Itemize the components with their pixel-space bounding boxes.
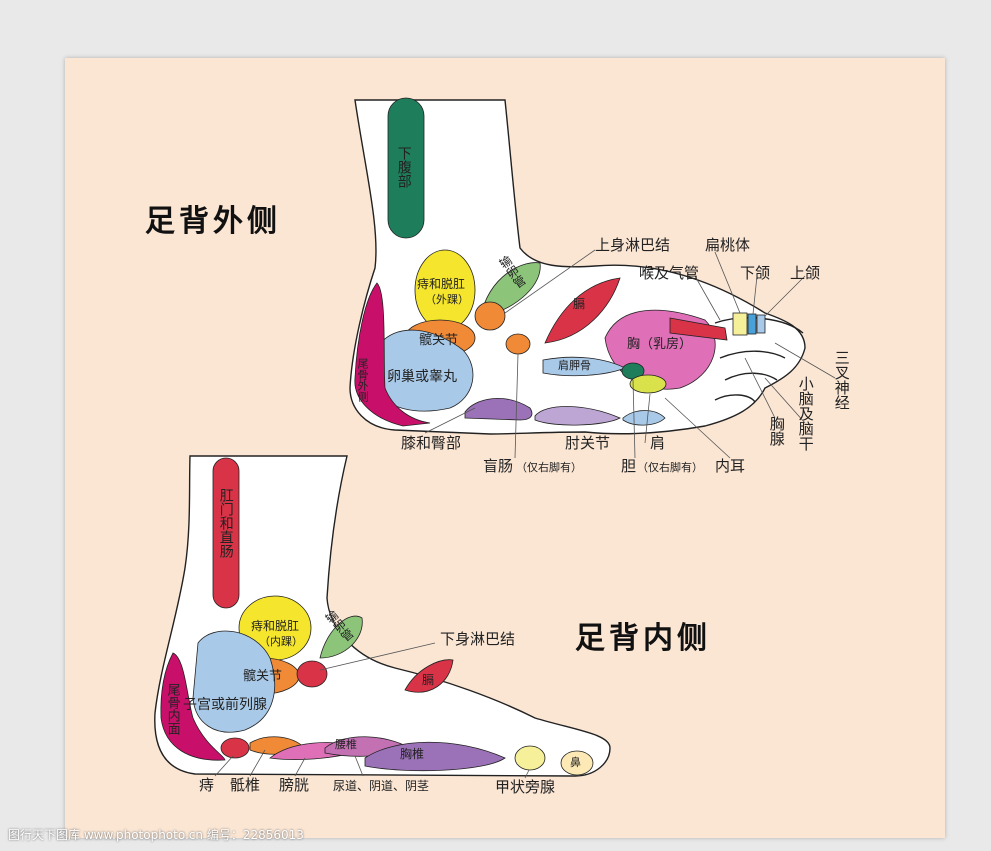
hemorrhoid-outer-label: 痔和脱肛 — [417, 277, 466, 291]
toe-blue-a — [747, 313, 757, 335]
thyroid-label: 甲状旁腺 — [495, 778, 556, 796]
scapula-label: 肩胛骨 — [558, 359, 591, 372]
tailbone-outer-label: 尾骨外侧 — [356, 358, 369, 402]
outer-foot-zones — [354, 97, 766, 427]
upper-lymph-label: 上身淋巴结 — [595, 236, 671, 254]
uterus-zone — [192, 630, 276, 733]
lower-abdomen-zone — [387, 97, 425, 239]
toe-blue-b — [756, 314, 766, 334]
hemorrhoids-dot — [220, 737, 250, 759]
elbow-label: 肘关节 — [565, 434, 611, 452]
shoulder-label: 肩 — [650, 434, 666, 452]
knee-label: 膝和臀部 — [401, 434, 462, 452]
throat-label: 喉及气管 — [639, 264, 700, 282]
gallbladder-note: （仅右脚有） — [637, 461, 703, 474]
thymus-label: 胸腺 — [767, 416, 786, 446]
lower-lymph-label: 下身淋巴结 — [440, 630, 516, 648]
tailbone-inner-label: 尾骨内面 — [164, 683, 180, 735]
diaphragm-strip — [669, 317, 728, 341]
thyroid-dot — [514, 745, 546, 771]
nose-dot — [560, 750, 594, 776]
fallopian-inner-zone — [319, 615, 363, 659]
appendix-note: （仅右脚有） — [516, 461, 582, 474]
elbow-zone — [534, 406, 621, 426]
hemorrhoid-inner-label: 痔和脱肛 — [251, 619, 300, 633]
chest-label: 胸（乳房） — [627, 337, 693, 352]
ovary-label: 卵巢或睾丸 — [387, 369, 457, 385]
toe-yellow — [732, 312, 748, 336]
bladder-label: 膀胱 — [279, 776, 310, 794]
urethra-label: 尿道、阴道、阴茎 — [333, 779, 430, 793]
nose-label: 鼻 — [570, 756, 581, 769]
knee-zone — [464, 398, 533, 421]
lower-abdomen-label: 下腹部 — [395, 146, 412, 188]
tailbone-inner-zone — [160, 652, 226, 761]
lumbar-label: 腰椎 — [335, 738, 357, 751]
appendix-label: 盲肠 — [483, 457, 514, 475]
hemorrhoids-label: 痔 — [199, 776, 215, 794]
diaphragm-outer-zone — [544, 277, 621, 344]
inner-leader-lines — [214, 642, 530, 779]
outer-title: 足背外侧 — [145, 204, 281, 239]
appendix-dot — [505, 333, 531, 355]
rectum-zone — [212, 457, 240, 609]
gallbladder-label: 胆 — [621, 457, 637, 475]
lymph-lower-dot — [296, 660, 328, 688]
rectum-label: 肛门和直肠 — [217, 488, 234, 558]
trigeminal-label: 三叉神经 — [832, 350, 851, 410]
diaphragm-inner-label: 膈 — [422, 673, 435, 687]
tonsil-label: 扁桃体 — [705, 236, 751, 254]
sacrum-label: 骶椎 — [230, 776, 261, 794]
ovary-zone — [374, 329, 474, 412]
diagram-canvas: 足背外侧 足背内侧 下腹部 痔和脱肛 （外踝） 髋关节 卵巢或睾丸 输卵管 膈 … — [65, 58, 945, 838]
hip-outer-label: 髋关节 — [419, 333, 459, 348]
thoracic-label: 胸椎 — [400, 747, 425, 761]
hip-inner-label: 髋关节 — [243, 669, 283, 684]
watermark: 图行天下图库 www.photophoto.cn 编号：22856013 — [8, 828, 304, 842]
inner-title: 足背内侧 — [575, 621, 711, 656]
lymph-upper-dot — [474, 301, 506, 331]
outer-leader-lines — [424, 249, 836, 459]
inner-ear-label: 内耳 — [715, 457, 746, 475]
thoracic-zone — [364, 741, 506, 772]
inner-foot-zones — [160, 457, 594, 776]
diaphragm-outer-label: 膈 — [573, 297, 586, 311]
upper-jaw-label: 上颌 — [790, 264, 821, 282]
hemorrhoid-inner-sub: （内踝） — [259, 635, 303, 648]
cerebellum-label: 小脑及脑干 — [796, 376, 815, 451]
hemorrhoid-outer-sub: （外踝） — [425, 293, 469, 306]
lower-jaw-label: 下颌 — [740, 264, 771, 282]
diaphragm-inner-zone — [404, 659, 454, 693]
uterus-label: 子宫或前列腺 — [183, 697, 267, 713]
tailbone-outer-zone — [354, 282, 431, 427]
shoulder-zone — [629, 374, 667, 394]
foot-illustrations — [154, 97, 836, 779]
